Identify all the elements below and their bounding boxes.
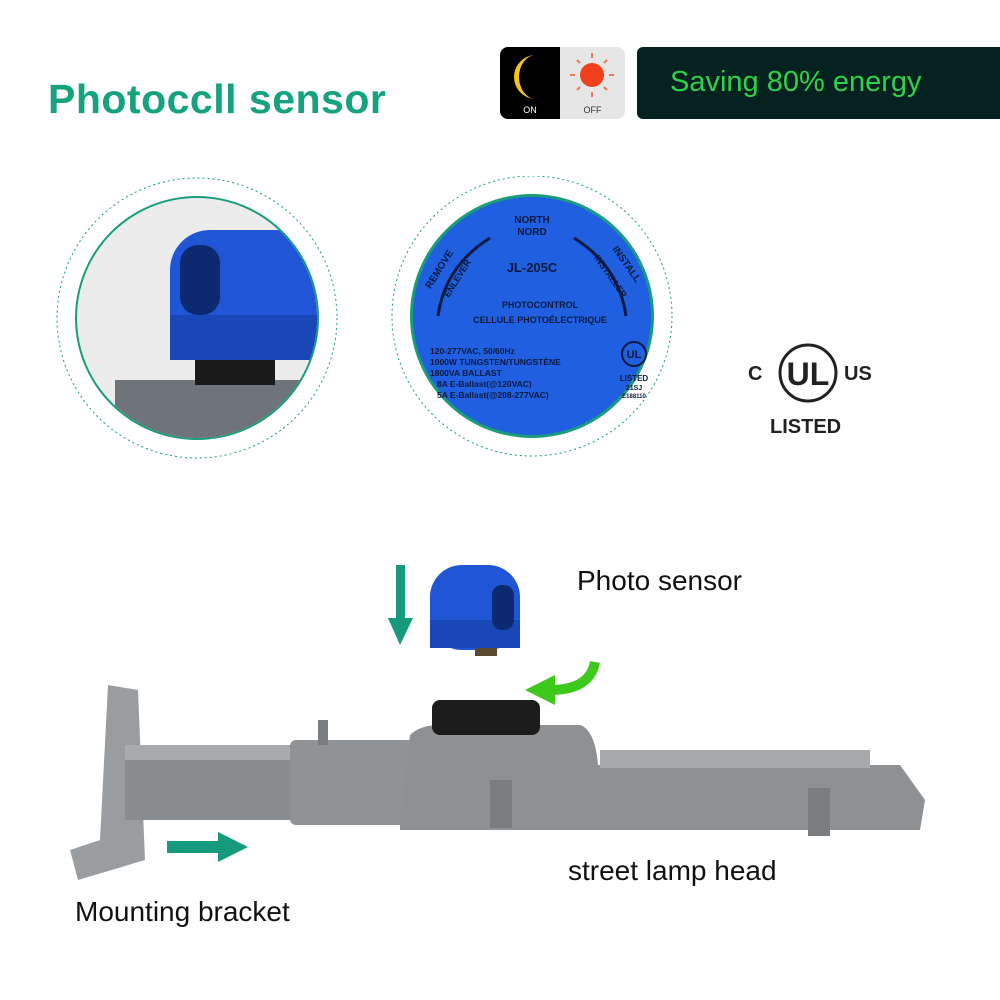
lamp-head-part: [290, 700, 925, 836]
photo-sensor-part: [430, 565, 520, 656]
ul-us-text: US: [844, 363, 872, 385]
on-label: ON: [523, 105, 537, 115]
moon-icon: [514, 55, 536, 99]
sensor-top-label-photo: NORTH NORD JL-205C PHOTOCONTROL CELLULE …: [391, 176, 673, 457]
north-text: NORTH: [514, 215, 550, 226]
lamp-head-caption: street lamp head: [568, 855, 777, 886]
down-arrow-icon: [388, 565, 413, 645]
svg-text:UL: UL: [787, 356, 830, 392]
banner-text: Saving 80% energy: [670, 66, 922, 98]
ul-file: E188110: [622, 394, 646, 400]
spec-line: 8A E-Ballast(@120VAC): [437, 379, 532, 389]
ul-c-text: C: [748, 363, 762, 385]
spec-line: 120-277VAC, 50/60Hz: [430, 346, 515, 356]
ul-listed-small: LISTED: [620, 374, 649, 383]
cellule-text: CELLULE PHOTOÉLECTRIQUE: [473, 315, 607, 325]
ul-listed-logo: UL C US LISTED: [748, 343, 872, 438]
on-off-badge: ON OFF: [500, 47, 625, 119]
photocontrol-text: PHOTOCONTROL: [502, 300, 579, 310]
mounting-bracket-caption: Mounting bracket: [75, 896, 290, 927]
model-text: JL-205C: [507, 260, 558, 275]
ul-code: 21SJ: [626, 385, 642, 392]
photo-sensor-caption: Photo sensor: [577, 565, 742, 596]
off-label: OFF: [583, 105, 602, 115]
rotate-arrow-icon: [525, 660, 600, 705]
spec-line: 1000W TUNGSTEN/TUNGSTÈNE: [430, 357, 561, 367]
energy-saving-banner: Saving 80% energy: [637, 47, 1000, 119]
right-arrow-icon: [167, 832, 248, 862]
page-title: Photoccll sensor: [48, 76, 387, 122]
sun-icon: [570, 53, 614, 97]
spec-line: 1800VA BALLAST: [430, 368, 503, 378]
spec-line: 5A E-Ballast(@208-277VAC): [437, 390, 549, 400]
nord-text: NORD: [517, 227, 546, 238]
lamp-assembly-illustration: [70, 565, 925, 880]
sensor-closeup-photo: [56, 177, 338, 459]
mounting-bracket-part: [70, 685, 295, 880]
ul-listed-text: LISTED: [770, 416, 841, 438]
svg-text:UL: UL: [627, 349, 642, 361]
